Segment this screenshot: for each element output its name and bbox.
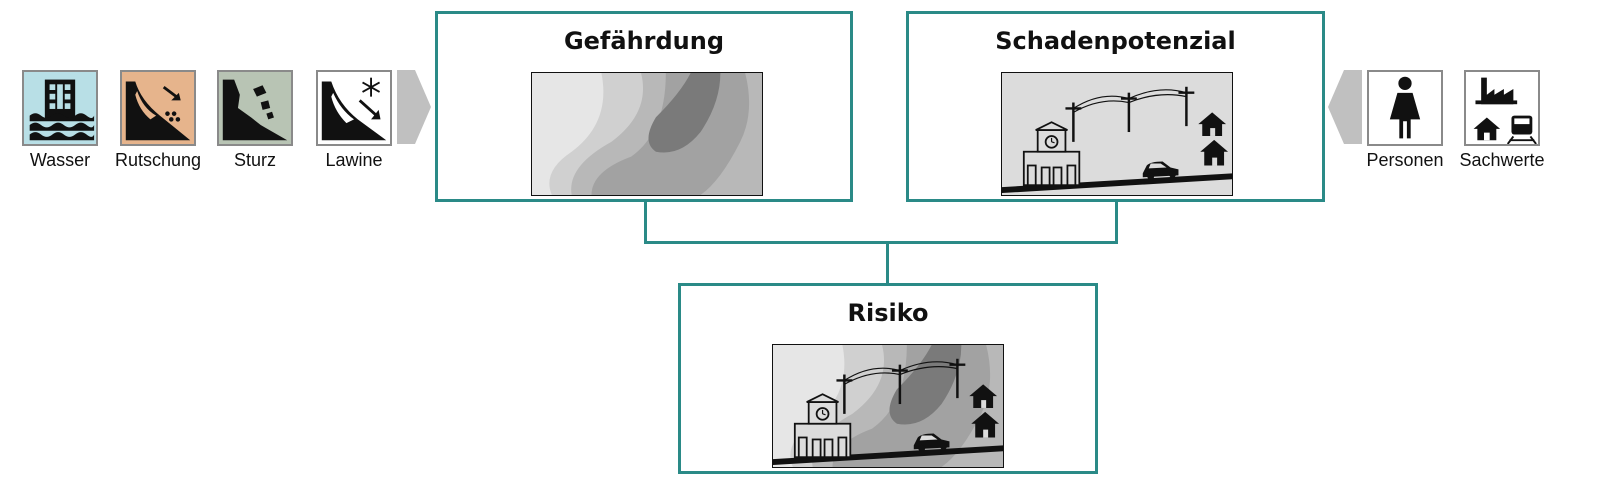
risk-overlay-icon xyxy=(773,345,1003,467)
connector-horizontal xyxy=(644,241,1118,244)
connector-damage-down xyxy=(1115,202,1118,244)
chevron-right-icon xyxy=(397,70,431,144)
person-icon xyxy=(1389,76,1421,139)
exposure-label-sachwerte: Sachwerte xyxy=(1459,150,1545,170)
flood-building-icon xyxy=(29,79,95,141)
exposure-label-personen: Personen xyxy=(1366,150,1444,170)
hazard-box-title: Gefährdung xyxy=(563,27,725,55)
risk-box: Risiko xyxy=(678,283,1098,474)
connector-hazard-down xyxy=(644,202,647,244)
connector-to-risk xyxy=(886,241,889,284)
damage-box: Schadenpotenzial xyxy=(906,11,1325,202)
hazard-label-rutschung: Rutschung xyxy=(114,150,202,170)
avalanche-icon xyxy=(321,77,387,141)
landslide-icon xyxy=(125,81,191,141)
risk-overlay-image xyxy=(772,344,1004,468)
assets-icon xyxy=(1473,77,1537,144)
hazard-label-wasser: Wasser xyxy=(29,150,91,170)
hazard-map-icon xyxy=(532,73,762,195)
damage-scene-image xyxy=(1001,72,1233,196)
hazard-tile-rutschung xyxy=(120,70,196,146)
chevron-left-icon xyxy=(1328,70,1362,144)
hazard-box: Gefährdung xyxy=(435,11,853,202)
damage-scene-icon xyxy=(1002,73,1232,195)
hazard-tile-lawine xyxy=(316,70,392,146)
hazard-tile-sturz xyxy=(217,70,293,146)
damage-box-title: Schadenpotenzial xyxy=(995,27,1236,55)
hazard-label-sturz: Sturz xyxy=(233,150,276,170)
rockfall-icon xyxy=(222,79,288,141)
exposure-tile-personen xyxy=(1367,70,1443,146)
exposure-tile-sachwerte xyxy=(1464,70,1540,146)
hazard-tile-wasser xyxy=(22,70,98,146)
risk-box-title: Risiko xyxy=(847,299,929,327)
hazard-label-lawine: Lawine xyxy=(325,150,383,170)
hazard-map-image xyxy=(531,72,763,196)
